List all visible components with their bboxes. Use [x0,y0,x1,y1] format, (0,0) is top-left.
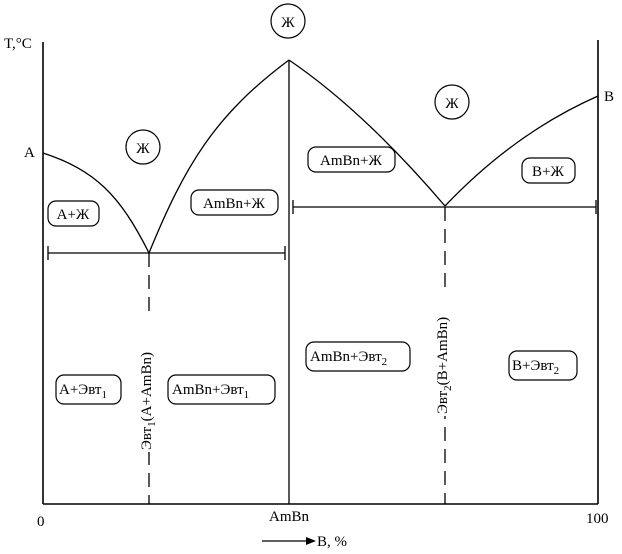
liquidus-ambn-left [148,59,290,254]
liquid-region-right: Ж [434,84,470,120]
region-ambn-liquid-right: AmBn+Ж [307,146,396,173]
liquidus-b [444,95,599,207]
y-axis-label: T,°C [4,36,32,52]
region-a-eutectic-1: A+Эвт1 [55,374,122,405]
region-b-eutectic-2: B+Эвт2 [508,350,578,381]
svg-text:AmBn+Эвт2: AmBn+Эвт2 [310,349,387,368]
svg-text:Эвт2(B+AmBn): Эвт2(B+AmBn) [435,317,454,414]
x-end-label: 100 [586,511,609,527]
point-b-label: B [604,89,614,105]
x-axis-label: B, % [317,534,347,550]
x-start-label: 0 [37,514,45,530]
svg-text:Ж: Ж [281,15,295,31]
point-a-label: A [24,145,35,161]
region-ambn-liquid-left: AmBn+Ж [190,189,279,216]
svg-text:AmBn+Ж: AmBn+Ж [320,153,382,169]
liquid-region-top: Ж [270,3,306,39]
svg-text:A+Эвт1: A+Эвт1 [59,382,107,401]
svg-text:Ж: Ж [445,96,459,112]
svg-text:A+Ж: A+Ж [57,207,90,223]
liquidus-a [42,152,150,254]
svg-text:Эвт1(A+AmBn): Эвт1(A+AmBn) [139,352,158,450]
region-ambn-eutectic-2: AmBn+Эвт2 [305,341,411,372]
liquidus-ambn-right [288,59,446,207]
region-ambn-eutectic-1: AmBn+Эвт1 [167,374,276,405]
eutectic-1-label: Эвт1(A+AmBn) [136,318,158,452]
liquid-region-left: Ж [125,129,161,165]
x-direction-arrowhead [306,537,316,545]
region-b-liquid: B+Ж [521,157,576,184]
svg-text:AmBn+Эвт1: AmBn+Эвт1 [172,382,249,401]
svg-text:B+Эвт2: B+Эвт2 [512,358,559,377]
x-mid-label: AmBn [269,509,310,525]
svg-text:Ж: Ж [136,141,150,157]
svg-text:AmBn+Ж: AmBn+Ж [203,196,265,212]
eutectic-2-label: Эвт2(B+AmBn) [432,290,454,416]
region-a-liquid: A+Ж [47,200,100,227]
svg-text:B+Ж: B+Ж [532,164,564,180]
